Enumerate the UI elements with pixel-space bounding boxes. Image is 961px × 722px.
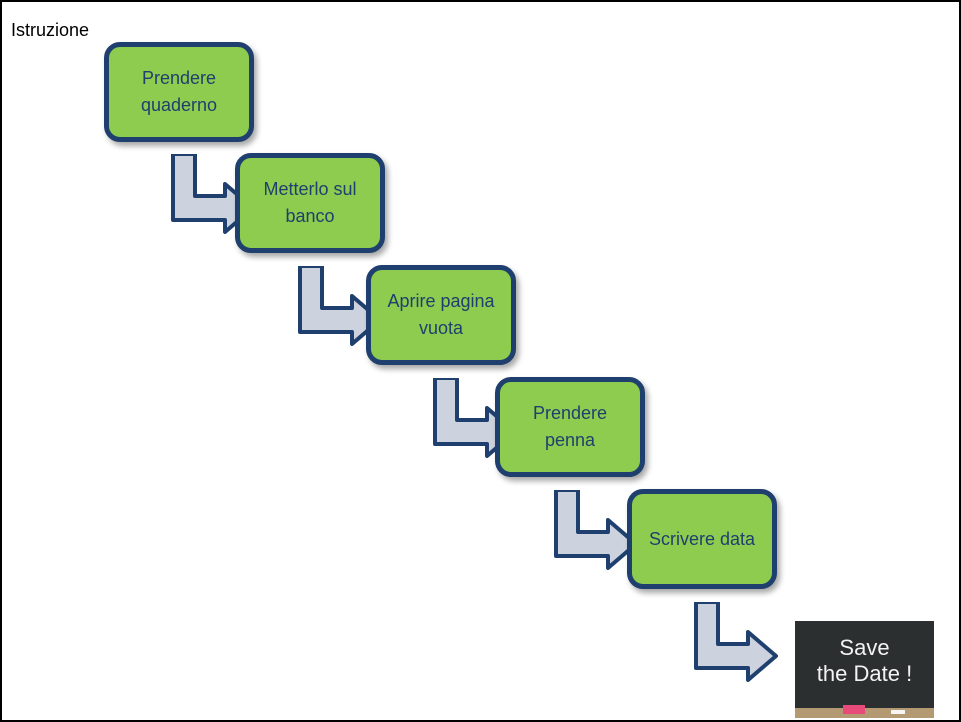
step-label: Prendere penna [532,403,608,450]
chalk-icon [891,710,905,714]
step-box-aprire-pagina-vuota[interactable]: Aprire pagina vuota [366,265,516,365]
step-box-prendere-penna[interactable]: Prendere penna [495,377,645,477]
bent-arrow-5 [694,602,778,682]
eraser-icon [843,705,865,714]
bent-arrow-4 [554,490,638,570]
step-box-scrivere-data[interactable]: Scrivere data [627,489,777,589]
step-label: Aprire pagina vuota [387,291,495,338]
save-the-date-text: Save the Date ! [816,635,913,686]
step-box-prendere-quaderno[interactable]: Prendere quaderno [104,42,254,142]
step-box-metterlo-sul-banco[interactable]: Metterlo sul banco [235,153,385,253]
step-label: Metterlo sul banco [263,179,357,226]
step-label: Prendere quaderno [140,68,218,115]
slide-title: Istruzione [11,20,90,40]
save-the-date-image: Save the Date ! [795,621,934,718]
step-label: Scrivere data [648,528,756,549]
